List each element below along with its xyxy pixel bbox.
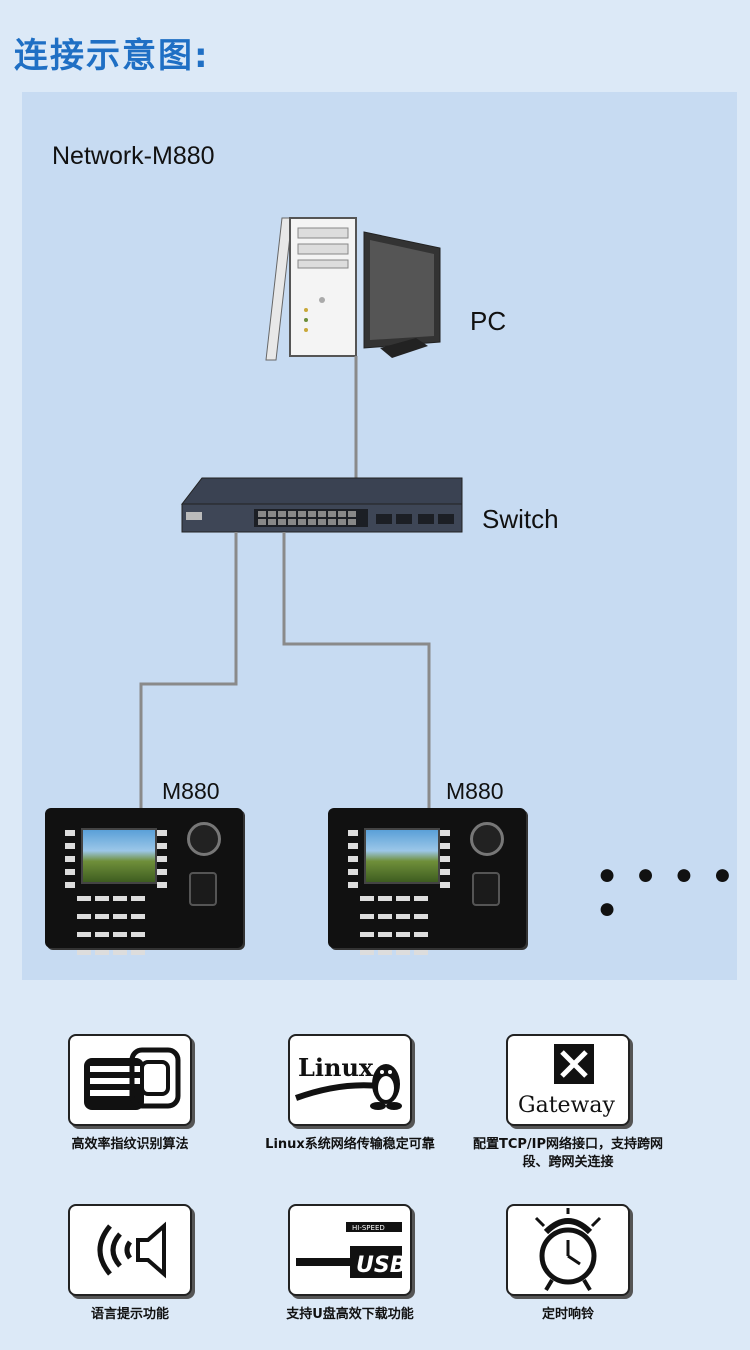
speaker-icon xyxy=(97,1221,166,1279)
feature-alarm: 定时响铃 xyxy=(468,1204,668,1324)
diagram-title: Network-M880 xyxy=(52,142,215,170)
m880-terminal-icon xyxy=(45,808,243,955)
feature-fingerprint: 高效率指纹识别算法 xyxy=(30,1034,230,1154)
linux-icon: Linux xyxy=(294,1053,402,1110)
feature-usb: HI-SPEED USB 支持U盘高效下载功能 xyxy=(250,1204,450,1324)
switch-label: Switch xyxy=(482,504,559,534)
page-title: 连接示意图: xyxy=(14,36,210,76)
pc-tower-icon xyxy=(265,217,357,361)
device-label: M880 xyxy=(162,778,220,804)
svg-text:HI-SPEED: HI-SPEED xyxy=(352,1224,385,1232)
more-devices-indicator: ● ● ● ● ● xyxy=(598,858,738,925)
switch-icon xyxy=(180,477,463,533)
device-label: M880 xyxy=(446,778,504,804)
pc-label: PC xyxy=(470,306,507,336)
monitor-icon xyxy=(363,231,441,358)
alarm-clock-icon xyxy=(534,1208,602,1292)
svg-text:Linux: Linux xyxy=(298,1053,374,1082)
feature-gateway: Gateway 配置TCP/IP网络接口，支持跨网段、跨网关连接 xyxy=(468,1034,668,1172)
svg-text:USB: USB xyxy=(356,1253,406,1278)
network-diagram xyxy=(139,217,463,812)
gateway-icon: Gateway xyxy=(518,1044,615,1118)
feature-voice: 语言提示功能 xyxy=(30,1204,230,1324)
usb-icon: HI-SPEED USB xyxy=(296,1222,406,1278)
m880-terminal-icon xyxy=(328,808,526,955)
svg-text:Gateway: Gateway xyxy=(518,1093,615,1118)
feature-linux: Linux Linux系统网络传输稳定可靠 xyxy=(250,1034,450,1154)
fingerprint-hand-icon xyxy=(84,1047,181,1110)
